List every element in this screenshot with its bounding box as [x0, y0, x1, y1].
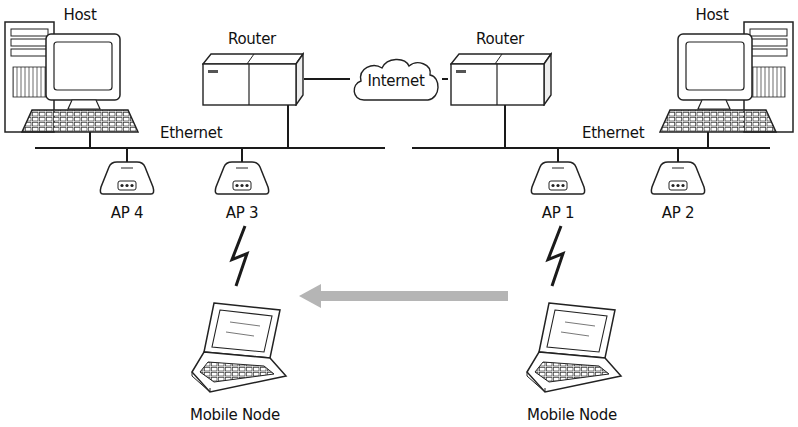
roaming-arrow [299, 284, 508, 308]
host-node: Host [40, 6, 120, 132]
node-label: AP 2 [662, 204, 694, 222]
router-device [451, 54, 551, 105]
connector-line [320, 291, 508, 301]
bus-drop [241, 148, 243, 162]
access-point [100, 162, 153, 194]
bus-drop [287, 104, 289, 148]
laptop [527, 303, 621, 392]
access-point-node: AP 3 [212, 156, 272, 222]
arrow-head [299, 284, 321, 308]
connector-line [304, 78, 350, 80]
router-node: Router [448, 30, 552, 106]
network-link [442, 79, 448, 80]
host-computer [660, 22, 793, 132]
node-label: Host [696, 6, 729, 24]
network-link [304, 79, 350, 80]
bus-drop [504, 104, 506, 148]
network-label: Ethernet [160, 124, 222, 142]
node-label: AP 1 [542, 204, 574, 222]
host-node: Host [672, 6, 752, 132]
node-label: Mobile Node [190, 406, 280, 424]
ethernet-bus [35, 147, 385, 149]
wireless-link [232, 226, 247, 286]
wireless-link [548, 226, 563, 286]
bus-drop [677, 148, 679, 162]
access-point [651, 162, 704, 194]
internet-cloud: Internet [350, 55, 442, 103]
node-label: Host [64, 6, 97, 24]
router-node: Router [200, 30, 304, 106]
bus-drop [89, 132, 91, 148]
router-device [203, 54, 303, 105]
network-label: Ethernet [582, 124, 644, 142]
access-point [215, 162, 268, 194]
laptop [192, 303, 286, 392]
bus-drop [707, 132, 709, 148]
node-label: Mobile Node [527, 406, 617, 424]
mobile-node: Mobile Node [512, 290, 632, 424]
connector-line [232, 226, 247, 286]
node-label: AP 3 [226, 204, 258, 222]
bus-drop [557, 148, 559, 162]
host-computer [5, 22, 138, 132]
node-label: Router [228, 30, 276, 48]
node-label: AP 4 [111, 204, 143, 222]
connector-line [548, 226, 563, 286]
mobile-node: Mobile Node [175, 290, 295, 424]
connector-line [442, 78, 448, 80]
node-label: Internet [367, 72, 424, 90]
ethernet-bus [412, 147, 770, 149]
node-label: Router [476, 30, 524, 48]
access-point-node: AP 4 [97, 156, 157, 222]
access-point [531, 162, 584, 194]
access-point-node: AP 2 [648, 156, 708, 222]
cloud-shape [354, 59, 438, 100]
bus-drop [126, 148, 128, 162]
access-point-node: AP 1 [528, 156, 588, 222]
